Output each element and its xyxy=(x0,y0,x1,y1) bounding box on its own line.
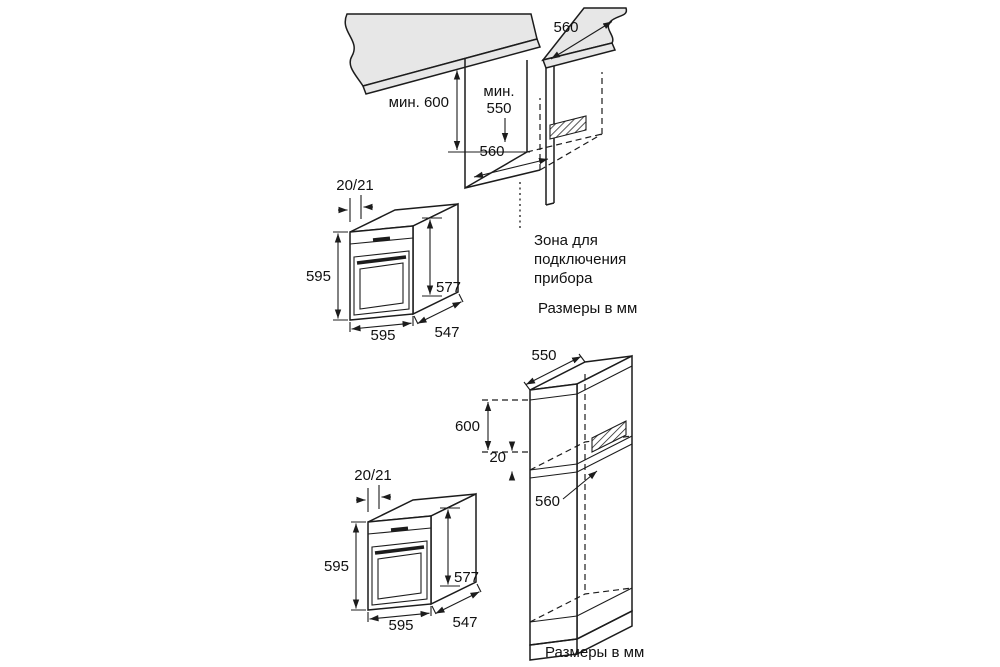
niche-width-dim-line xyxy=(473,158,549,178)
oven-height-label-bottom: 595 xyxy=(324,558,349,575)
connection-zone-hatch-bottom xyxy=(591,420,627,453)
worktop-left-front-edge xyxy=(362,38,541,95)
cabinet-front-face xyxy=(529,383,578,646)
depth-top-dim-line-bottom xyxy=(525,356,582,385)
figure-top-oven: 20/21 595 577 595 547 xyxy=(306,177,463,344)
niche-width-arrow-bottom xyxy=(562,470,598,500)
units-note-bottom: Размеры в мм xyxy=(545,644,644,661)
dim-niche-height-label: 600 xyxy=(455,418,480,435)
oven-depth-label-top: 547 xyxy=(434,324,459,341)
niche-visible-edges xyxy=(464,58,541,190)
cabinet-base xyxy=(529,609,633,661)
oven-width-label-top: 595 xyxy=(370,327,395,344)
niche-hidden-edges xyxy=(526,72,603,171)
oven-front-gap-label-bottom: 20/21 xyxy=(354,467,392,484)
zone-note-line2: подключения xyxy=(534,251,626,268)
dim-niche-width-label: 560 xyxy=(479,143,504,160)
depth-top-ext-bottom xyxy=(523,353,586,391)
zone-note-line1: Зона для xyxy=(534,232,598,249)
niche-height-ext-lines xyxy=(482,399,528,453)
figure-bottom-tall-cabinet: 550 600 20 560 Размеры в мм xyxy=(455,347,644,661)
oven-width-label-bottom: 595 xyxy=(388,617,413,634)
oven-depth-label-bottom: 547 xyxy=(452,614,477,631)
dim-min-depth-label: мин. xyxy=(483,83,514,100)
dim-min-depth-value: 550 xyxy=(486,100,511,117)
connection-zone-hatch xyxy=(549,115,587,140)
dim-niche-width-label-bottom: 560 xyxy=(535,493,560,510)
depth-top-dim-line xyxy=(550,21,613,60)
oven-front-gap-label-top: 20/21 xyxy=(336,177,374,194)
dim-depth-top-label: 560 xyxy=(553,19,578,36)
figure-top-worktop-niche: мин. 600 мин. 550 560 560 Зона для подкл… xyxy=(344,7,637,317)
oven-body-height-label-top: 577 xyxy=(436,279,461,296)
oven-body-height-label-bottom: 577 xyxy=(454,569,479,586)
oven-height-label-top: 595 xyxy=(306,268,331,285)
cabinet-interior-edges xyxy=(529,365,633,623)
dim-rear-gap-label: 20 xyxy=(489,449,506,466)
dim-depth-top-label-bottom: 550 xyxy=(531,347,556,364)
zone-note-line3: прибора xyxy=(534,270,593,287)
dim-min-height-label: мин. 600 xyxy=(389,94,449,111)
figure-bottom-oven: 20/21 595 577 595 547 xyxy=(324,467,481,634)
units-note-top: Размеры в мм xyxy=(538,300,637,317)
